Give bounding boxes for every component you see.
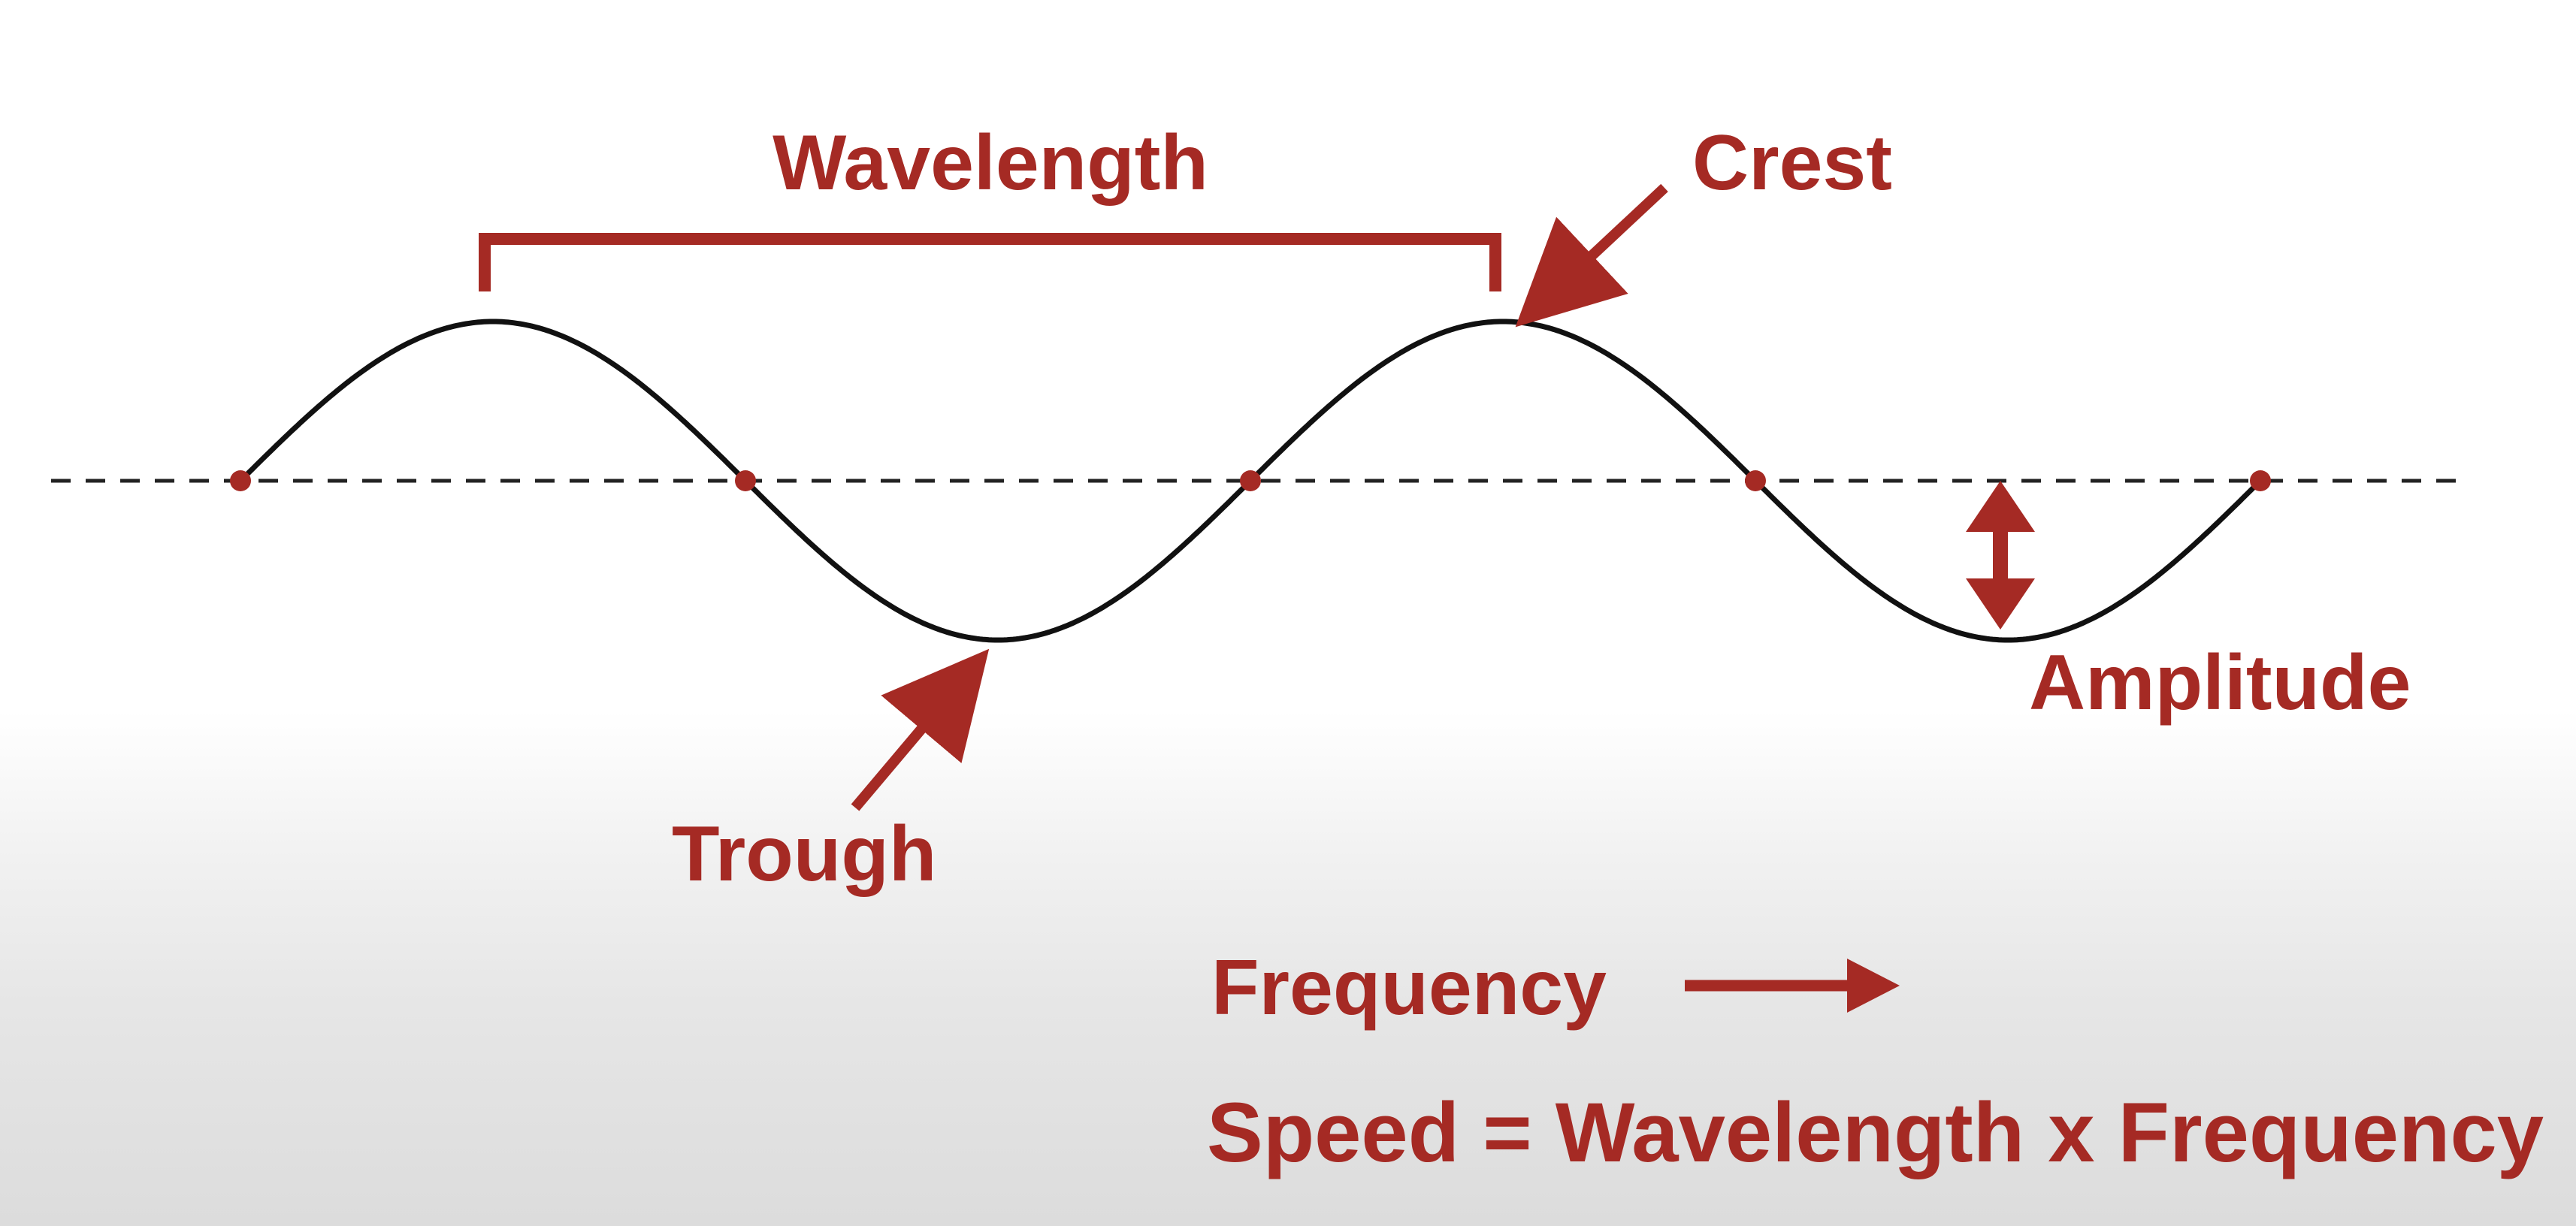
amplitude-label: Amplitude — [2029, 639, 2411, 726]
frequency-label: Frequency — [1211, 944, 1607, 1031]
zero-crossing-point — [1240, 470, 1261, 491]
zero-crossing-point — [735, 470, 756, 491]
zero-crossing-point — [2250, 470, 2271, 491]
wavelength-bracket — [479, 233, 1501, 291]
trough-label: Trough — [672, 811, 936, 898]
arrow-right-icon — [1685, 959, 1900, 1013]
zero-crossing-points — [230, 470, 2271, 491]
zero-crossing-point — [230, 470, 251, 491]
zero-crossing-point — [1745, 470, 1766, 491]
crest-label: Crest — [1692, 119, 1892, 207]
speed-formula: Speed = Wavelength x Frequency — [1207, 1086, 2544, 1179]
double-headed-vertical-arrow-icon — [1966, 481, 2035, 630]
arrow-down-left-icon — [1515, 183, 1668, 328]
arrow-up-right-icon — [851, 648, 990, 811]
wavelength-label: Wavelength — [772, 119, 1208, 207]
